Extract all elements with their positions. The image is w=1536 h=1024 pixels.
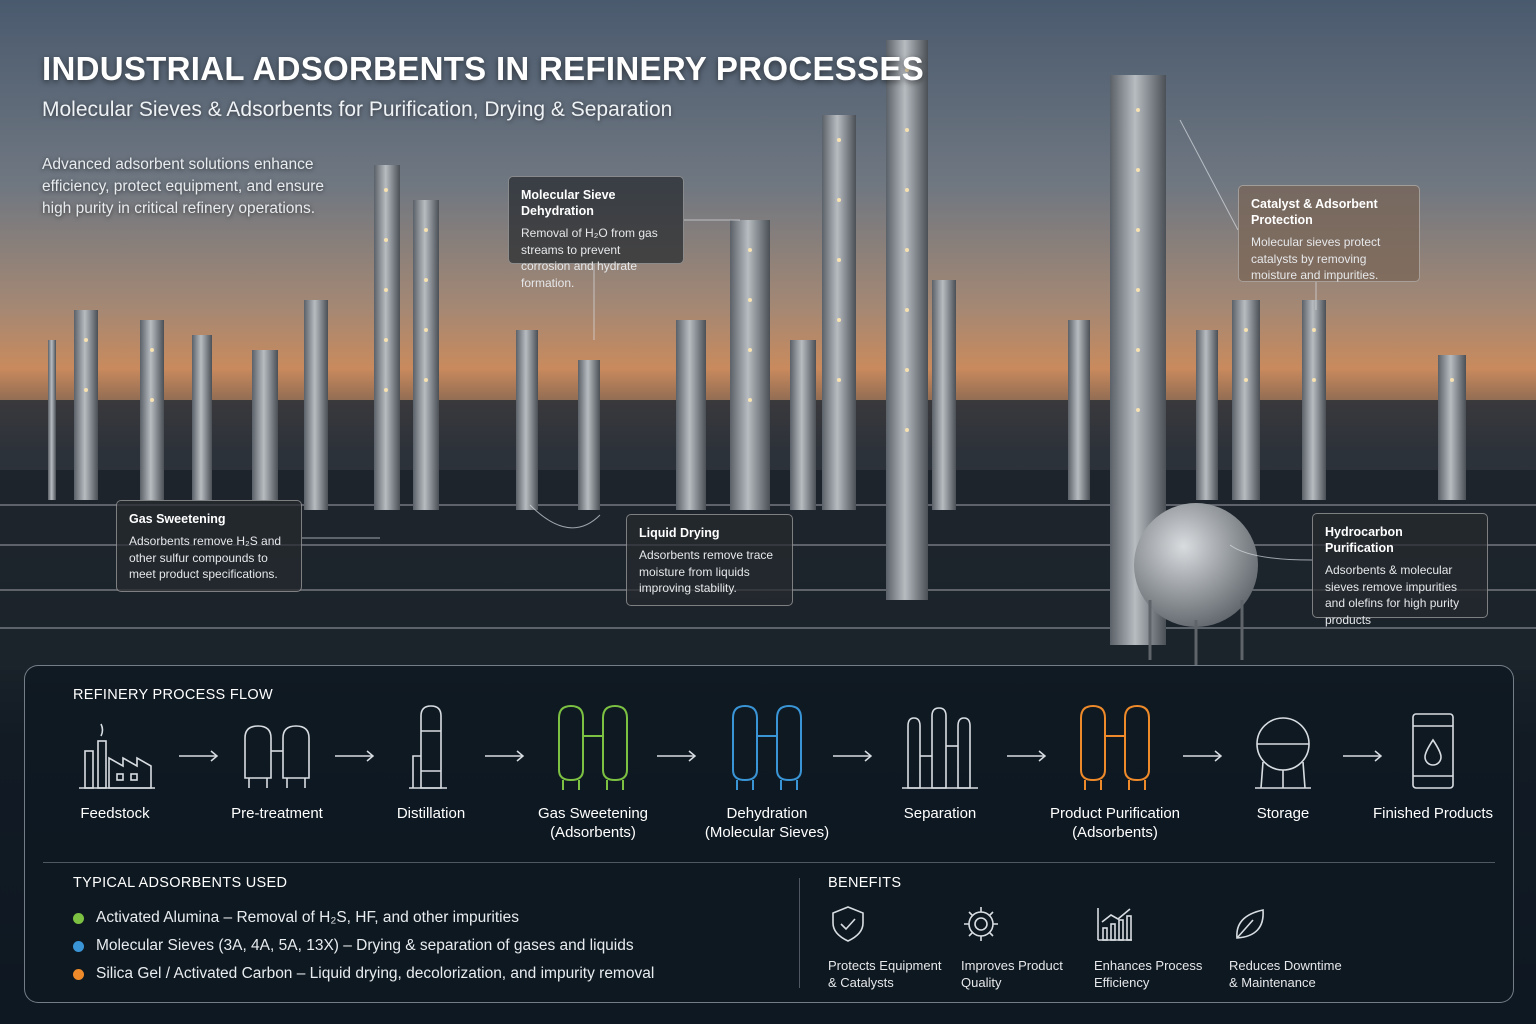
adsorbent-text: Silica Gel / Activated Carbon – Liquid d… <box>96 965 655 982</box>
list-item: Molecular Sieves (3A, 4A, 5A, 13X) – Dry… <box>73 932 654 960</box>
benefit-label: Improves Product Quality <box>961 958 1063 990</box>
oil-drum-icon <box>1412 713 1454 789</box>
callout-text: Adsorbents & molecular sieves remove imp… <box>1325 563 1460 627</box>
step-label: Separation <box>903 805 977 822</box>
callout-liquid-drying: Liquid Drying Adsorbents remove trace mo… <box>626 514 793 606</box>
page-title: INDUSTRIAL ADSORBENTS IN REFINERY PROCES… <box>42 50 925 87</box>
callout-catalyst-protection: Catalyst & Adsorbent Protection Molecula… <box>1238 185 1420 282</box>
flow-arrow-icon <box>179 750 219 762</box>
flow-arrow-icon <box>1343 750 1383 762</box>
adsorbent-text: Activated Alumina – Removal of H₂S, HF, … <box>96 909 519 926</box>
callout-title: Molecular Sieve Dehydration <box>521 188 616 218</box>
step-label: Pre-treatment <box>231 805 323 822</box>
distillation-column-icon <box>409 705 447 789</box>
adsorbent-text: Molecular Sieves (3A, 4A, 5A, 13X) – Dry… <box>96 937 634 954</box>
callout-title: Hydrocarbon Purification <box>1325 525 1403 555</box>
factory-icon <box>79 723 155 789</box>
flow-step-pre-treatment: Pre-treatment <box>197 696 357 823</box>
vertical-divider <box>799 878 800 988</box>
callout-molecular-sieve-dehydration: Molecular Sieve Dehydration Removal of H… <box>508 176 684 290</box>
step-label: Feedstock <box>80 805 150 822</box>
horizontal-divider <box>43 862 1495 863</box>
benefits-title: BENEFITS <box>828 875 902 891</box>
blue-dot-icon <box>73 940 84 952</box>
callout-hydrocarbon-purification: Hydrocarbon Purification Adsorbents & mo… <box>1312 513 1488 627</box>
benefit-label: Enhances Process Efficiency <box>1094 958 1203 990</box>
orange-dot-icon <box>73 968 84 980</box>
flow-arrow-icon <box>485 750 525 762</box>
flow-step-storage: Storage <box>1203 696 1363 823</box>
columns-icon <box>902 707 978 789</box>
list-item: Activated Alumina – Removal of H₂S, HF, … <box>73 904 654 932</box>
flow-step-finished-products: Finished Products <box>1353 696 1513 823</box>
flow-step-dehydration: Dehydration (Molecular Sieves) <box>687 696 847 842</box>
step-label: Product Purification (Adsorbents) <box>1049 805 1181 841</box>
adsorber-blue-icon <box>732 704 802 790</box>
flow-arrow-icon <box>1183 750 1223 762</box>
flow-step-distillation: Distillation <box>351 696 511 823</box>
adsorber-green-icon <box>558 704 628 790</box>
callout-gas-sweetening: Gas Sweetening Adsorbents remove H₂S and… <box>116 500 302 592</box>
shield-icon <box>832 906 864 942</box>
flow-arrow-icon <box>657 750 697 762</box>
benefit-improves-quality: Improves Product Quality <box>961 904 1091 991</box>
info-panel: REFINERY PROCESS FLOW Feedstock Pre-trea… <box>24 665 1514 1003</box>
growth-chart-icon <box>1097 908 1132 941</box>
step-label: Distillation <box>396 805 466 822</box>
benefit-label: Reduces Downtime & Maintenance <box>1229 958 1342 990</box>
intro-text: Advanced adsorbent solutions enhance eff… <box>42 156 325 217</box>
storage-sphere-icon <box>1255 717 1311 789</box>
flow-step-separation: Separation <box>860 696 1020 823</box>
benefit-label: Protects Equipment & Catalysts <box>828 958 942 990</box>
benefit-enhances-efficiency: Enhances Process Efficiency <box>1094 904 1224 991</box>
callout-text: Adsorbents remove H₂S and other sulfur c… <box>129 534 282 581</box>
flow-step-product-purification: Product Purification (Adsorbents) <box>1035 696 1195 842</box>
benefit-reduces-downtime: Reduces Downtime & Maintenance <box>1229 904 1359 991</box>
adsorbents-title: TYPICAL ADSORBENTS USED <box>73 875 288 891</box>
list-item: Silica Gel / Activated Carbon – Liquid d… <box>73 960 654 988</box>
flow-step-feedstock: Feedstock <box>35 696 195 823</box>
flow-arrow-icon <box>833 750 873 762</box>
step-label: Finished Products <box>1372 805 1494 822</box>
flow-step-gas-sweetening: Gas Sweetening (Adsorbents) <box>513 696 673 842</box>
callout-text: Adsorbents remove trace moisture from li… <box>639 548 774 595</box>
callout-text: Removal of H₂O from gas streams to preve… <box>521 226 658 290</box>
step-label: Gas Sweetening (Adsorbents) <box>537 805 649 841</box>
flow-arrow-icon <box>1007 750 1047 762</box>
leaf-icon <box>1236 909 1264 939</box>
page-subtitle: Molecular Sieves & Adsorbents for Purifi… <box>42 98 673 121</box>
step-label: Storage <box>1256 805 1310 822</box>
step-label: Dehydration (Molecular Sieves) <box>704 805 830 841</box>
twin-tank-icon <box>244 725 310 788</box>
callout-title: Gas Sweetening <box>129 512 226 526</box>
process-flow-title: REFINERY PROCESS FLOW <box>73 687 273 703</box>
callout-title: Liquid Drying <box>639 526 720 540</box>
flow-arrow-icon <box>335 750 375 762</box>
adsorbents-list: Activated Alumina – Removal of H₂S, HF, … <box>73 904 654 988</box>
callout-title: Catalyst & Adsorbent Protection <box>1251 197 1378 227</box>
benefit-protects-equipment: Protects Equipment & Catalysts <box>828 904 958 991</box>
adsorber-orange-icon <box>1080 704 1150 790</box>
gear-icon <box>964 907 998 941</box>
callout-text: Molecular sieves protect catalysts by re… <box>1251 235 1381 282</box>
green-dot-icon <box>73 912 84 924</box>
